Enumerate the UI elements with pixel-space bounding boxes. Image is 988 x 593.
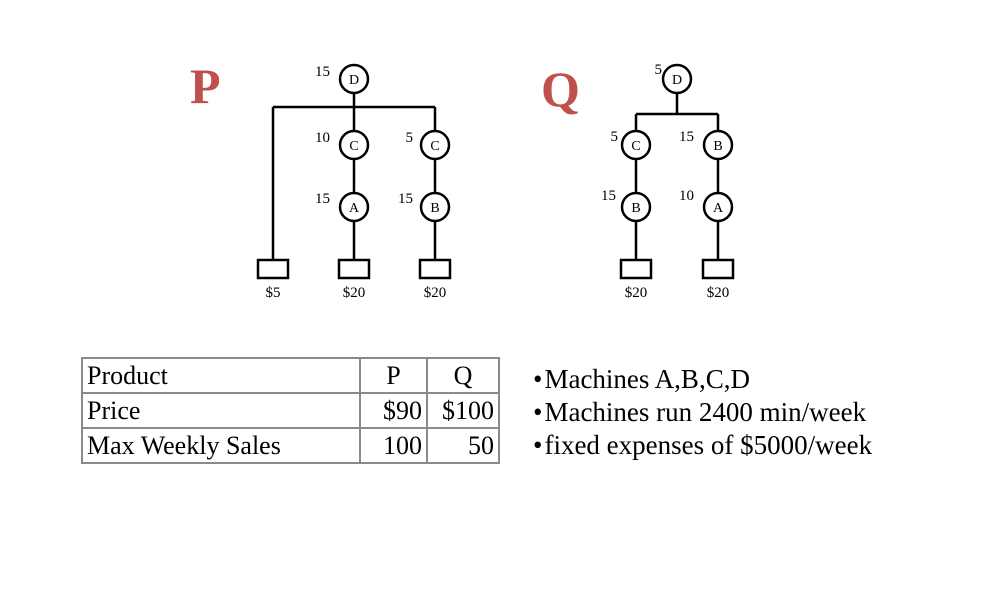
table-header-row: Product P Q bbox=[81, 357, 500, 394]
notes-list: Machines A,B,C,D Machines run 2400 min/w… bbox=[533, 363, 872, 462]
node-letter: C bbox=[631, 139, 640, 154]
product-p-nodes: D 15 C 10 C 5 A 15 B 15 $5 $20 $20 bbox=[256, 63, 452, 301]
machine-node-c bbox=[620, 129, 652, 161]
machine-node-d bbox=[338, 63, 370, 95]
node-letter: D bbox=[349, 73, 359, 88]
machine-node-b bbox=[702, 129, 734, 161]
time-label: 15 bbox=[315, 191, 330, 207]
table-cell: P bbox=[359, 357, 428, 394]
table-cell: Product bbox=[81, 357, 361, 394]
raw-material-box bbox=[256, 258, 290, 280]
machine-node-c bbox=[338, 129, 370, 161]
process-diagram: P Q D 15 C 10 C 5 A 15 B 15 $5 $20 $20 bbox=[190, 58, 735, 301]
machine-node-a bbox=[702, 191, 734, 223]
material-cost: $20 bbox=[707, 285, 730, 301]
raw-material-box bbox=[701, 258, 735, 280]
time-label: 10 bbox=[315, 130, 330, 146]
table-cell: 100 bbox=[359, 427, 428, 464]
node-letter: C bbox=[349, 139, 358, 154]
node-letter: B bbox=[713, 139, 722, 154]
time-label: 5 bbox=[406, 130, 414, 146]
list-item: Machines A,B,C,D bbox=[533, 363, 872, 396]
raw-material-box bbox=[337, 258, 371, 280]
product-q-tree bbox=[634, 93, 720, 260]
material-cost: $20 bbox=[424, 285, 447, 301]
time-label: 5 bbox=[611, 129, 619, 145]
node-letter: C bbox=[430, 139, 439, 154]
machine-node-c bbox=[419, 129, 451, 161]
node-letter: A bbox=[713, 201, 724, 216]
product-p-tree bbox=[271, 93, 437, 260]
table-row: Max Weekly Sales 100 50 bbox=[81, 427, 500, 464]
node-letter: B bbox=[631, 201, 640, 216]
machine-node-b bbox=[620, 191, 652, 223]
node-letter: D bbox=[672, 73, 682, 88]
table-cell: Q bbox=[426, 357, 500, 394]
product-q-title: Q bbox=[541, 61, 580, 117]
node-letter: B bbox=[430, 201, 439, 216]
time-label: 15 bbox=[679, 129, 694, 145]
table-cell: Max Weekly Sales bbox=[81, 427, 361, 464]
machine-node-d bbox=[661, 63, 693, 95]
material-cost: $20 bbox=[625, 285, 648, 301]
table-cell: 50 bbox=[426, 427, 500, 464]
node-letter: A bbox=[349, 201, 360, 216]
list-item: Machines run 2400 min/week bbox=[533, 396, 872, 429]
time-label: 15 bbox=[601, 188, 616, 204]
machine-node-b bbox=[419, 191, 451, 223]
table-row: Price $90 $100 bbox=[81, 392, 500, 429]
raw-material-box bbox=[619, 258, 653, 280]
time-label: 15 bbox=[315, 64, 330, 80]
time-label: 15 bbox=[398, 191, 413, 207]
time-label: 10 bbox=[679, 188, 694, 204]
machine-node-a bbox=[338, 191, 370, 223]
raw-material-box bbox=[418, 258, 452, 280]
product-table: Product P Q Price $90 $100 Max Weekly Sa… bbox=[81, 357, 500, 464]
table-cell: $100 bbox=[426, 392, 500, 429]
table-cell: Price bbox=[81, 392, 361, 429]
product-q-nodes: D 5 C 5 B 15 B 15 A 10 $20 $20 bbox=[601, 62, 735, 301]
material-cost: $20 bbox=[343, 285, 366, 301]
material-cost: $5 bbox=[266, 285, 281, 301]
time-label: 5 bbox=[655, 62, 663, 78]
table-cell: $90 bbox=[359, 392, 428, 429]
list-item: fixed expenses of $5000/week bbox=[533, 429, 872, 462]
product-p-title: P bbox=[190, 58, 221, 114]
